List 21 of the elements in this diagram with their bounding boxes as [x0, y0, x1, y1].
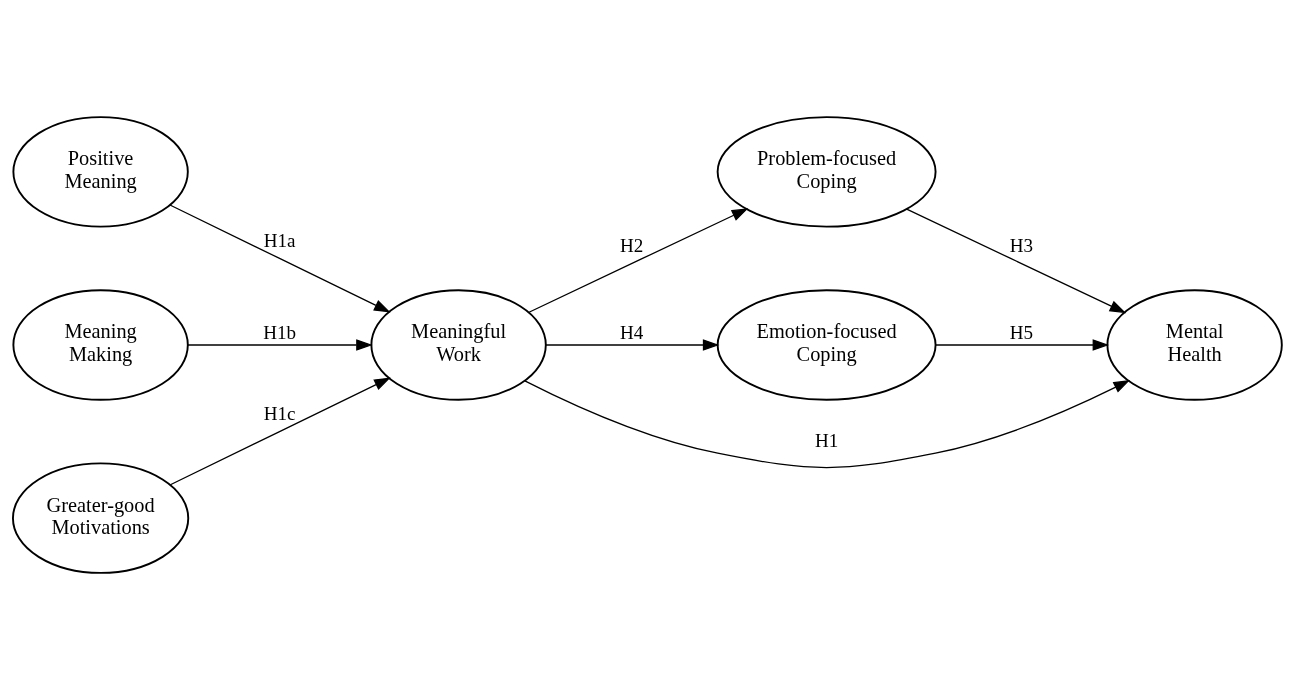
arrow [934, 339, 1110, 351]
arrow [169, 377, 391, 486]
edge-label: H1b [263, 321, 297, 343]
arrow [187, 339, 373, 351]
edge-label: H2 [620, 235, 644, 257]
edge-label: H5 [1009, 321, 1034, 343]
edge-label: H1c [263, 403, 296, 425]
edge-label: H3 [1009, 235, 1034, 257]
arrow [545, 339, 720, 351]
arrow [524, 379, 1131, 469]
arrow [169, 204, 391, 313]
arrow [528, 208, 749, 313]
edge-label: H1 [814, 429, 839, 451]
node-ellipse: Problem-focused Coping [716, 116, 937, 228]
node-ellipse: Greater-good Motivations [12, 462, 190, 574]
node-ellipse: Positive Meaning [12, 116, 189, 228]
node-ellipse: Emotion-focused Coping [716, 289, 937, 401]
edge-label: H4 [620, 321, 644, 343]
node-ellipse: Meaning Making [12, 289, 189, 401]
edge-label: H1a [263, 229, 296, 251]
arrow [906, 208, 1127, 314]
